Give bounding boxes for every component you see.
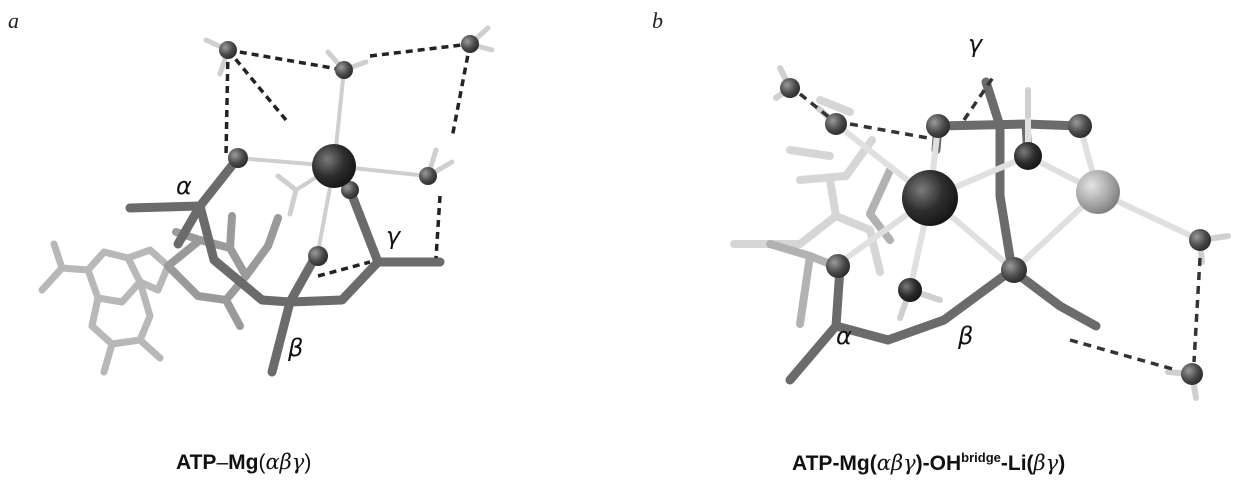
phosphate-chain-a	[125, 153, 445, 377]
alpha-label-a: α	[176, 172, 192, 200]
alpha-label-b: α	[836, 322, 852, 350]
beta-label-a: β	[287, 334, 303, 362]
structure-b: α β γ	[730, 30, 1231, 401]
caption-a-close: )	[304, 451, 312, 474]
beta-label-b: β	[957, 322, 973, 350]
caption-b-greek2: βγ	[1033, 451, 1059, 475]
caption-b-open2: (	[1026, 452, 1034, 475]
panel-a-letter: a	[8, 8, 19, 33]
mg-atom-b	[902, 170, 958, 226]
caption-b-mid: )-OH	[915, 452, 962, 475]
caption-b-greek1: αβγ	[876, 451, 916, 475]
caption-b-close2: )	[1058, 452, 1066, 475]
caption-a-greek: αβγ	[265, 450, 305, 474]
caption-a: ATP–Mg(αβγ)	[176, 450, 311, 475]
caption-b-prefix: ATP-Mg	[792, 452, 870, 475]
hbonds-b	[798, 75, 1202, 372]
hbonds-a	[224, 42, 472, 278]
gamma-label-a: γ	[386, 222, 402, 250]
structure-a: α β γ	[38, 25, 495, 377]
mg-atom-a	[312, 144, 356, 188]
gamma-label-b: γ	[968, 30, 984, 58]
caption-b-sup: bridge	[961, 450, 1001, 465]
caption-a-dash: –	[216, 451, 229, 474]
atoms-b	[780, 78, 1211, 385]
caption-a-metal: Mg	[228, 451, 259, 474]
caption-b-open1: (	[869, 452, 877, 475]
caption-b-li: -Li	[1000, 452, 1027, 475]
atoms-a	[219, 35, 479, 266]
li-atom-b	[1076, 170, 1120, 214]
caption-a-open: (	[258, 451, 266, 474]
caption-a-prefix: ATP	[176, 451, 217, 474]
panel-b-letter: b	[652, 8, 663, 33]
caption-b: ATP-Mg(αβγ)-OHbridge-Li(βγ)	[792, 450, 1065, 476]
adenine-ring-a	[38, 240, 172, 376]
